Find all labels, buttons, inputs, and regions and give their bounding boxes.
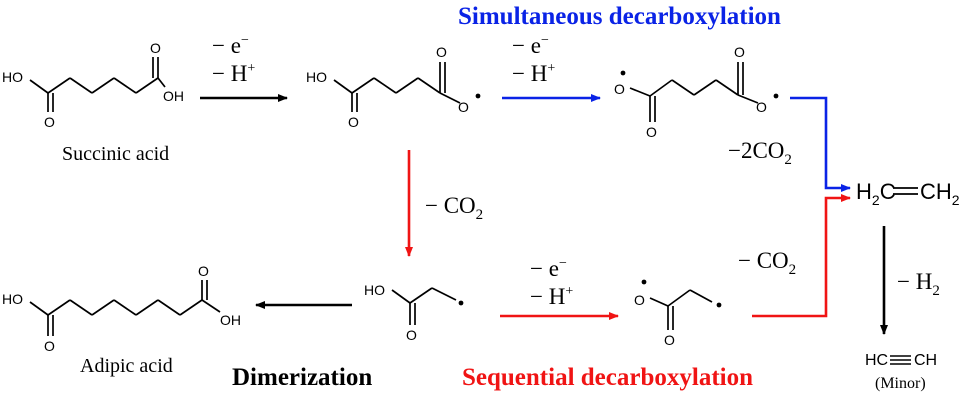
succinic-acid-structure — [29, 57, 166, 112]
minus-2co2-label: −2CO2 — [728, 138, 792, 168]
diradical-top-o-label: O — [734, 44, 745, 60]
adipic-top-o-label: O — [198, 263, 209, 279]
radical-o-label: O — [458, 99, 469, 115]
sequential-diradical-structure — [649, 289, 713, 330]
simultaneous-decarboxylation-title: Simultaneous decarboxylation — [458, 3, 781, 30]
succinic-acid-label: Succinic acid — [62, 143, 169, 165]
minus-h2-label: − H2 — [897, 269, 940, 299]
step1-minus-h: − H+ — [212, 61, 255, 86]
succinic-top-o-label: O — [150, 40, 161, 56]
adipic-acid-label: Adipic acid — [80, 355, 173, 377]
acetylene-left-label: HC — [865, 352, 888, 369]
diradical-right-o-label: O — [756, 99, 767, 115]
ethylene-label: H2C — [856, 179, 896, 208]
minus-co2-label: − CO2 — [425, 193, 483, 223]
sequential-left-dot — [641, 279, 647, 285]
sequential-decarboxylation-title: Sequential decarboxylation — [462, 364, 753, 391]
step3-minus-h: − H+ — [530, 284, 573, 309]
radical-bottom-o-label: O — [348, 114, 359, 130]
succinic-oh-label: OH — [163, 88, 184, 104]
monocarboxyl-radical-structure — [333, 62, 461, 112]
acetylene-right-label: CH — [914, 352, 937, 369]
diradical-right-dot — [773, 93, 779, 99]
diradical-left-o-label: O — [614, 81, 625, 97]
carboxyethyl-bottom-o-label: O — [406, 327, 417, 343]
carboxyethyl-dot — [458, 300, 464, 306]
step1-minus-e: − e− — [212, 33, 249, 58]
radical-ho-label: HO — [306, 69, 327, 85]
acetylene-minor-note: (Minor) — [875, 375, 926, 392]
adipic-oh-label: OH — [220, 312, 241, 328]
diradical-structure — [629, 62, 759, 122]
dimerization-title: Dimerization — [232, 364, 372, 391]
carboxyethyl-ho-label: HO — [364, 282, 385, 298]
sequential-right-dot — [716, 302, 722, 308]
sequential-bottom-o-label: O — [664, 332, 675, 348]
second-minus-co2-label: − CO2 — [738, 248, 796, 278]
adipic-bottom-o-label: O — [44, 338, 55, 354]
sequential-to-ethylene-arrow — [752, 194, 851, 318]
ethylene-right-label: CH2 — [920, 179, 960, 208]
diradical-left-dot — [620, 70, 626, 76]
simultaneous-to-ethylene-arrow — [790, 96, 851, 192]
adipic-acid-structure — [29, 280, 221, 336]
sequential-left-o-label: O — [634, 292, 645, 308]
radical-dot — [475, 93, 481, 99]
step2-minus-e: − e− — [512, 33, 549, 58]
carboxyethyl-radical-structure — [391, 287, 457, 325]
step2-minus-h: − H+ — [512, 61, 555, 86]
succinic-bottom-o-label: O — [44, 114, 55, 130]
adipic-ho-label: HO — [2, 291, 23, 307]
succinic-ho-label: HO — [2, 69, 23, 85]
radical-top-o-label: O — [436, 44, 447, 60]
diradical-bottom-o-label: O — [646, 124, 657, 140]
step3-minus-e: − e− — [530, 256, 567, 281]
